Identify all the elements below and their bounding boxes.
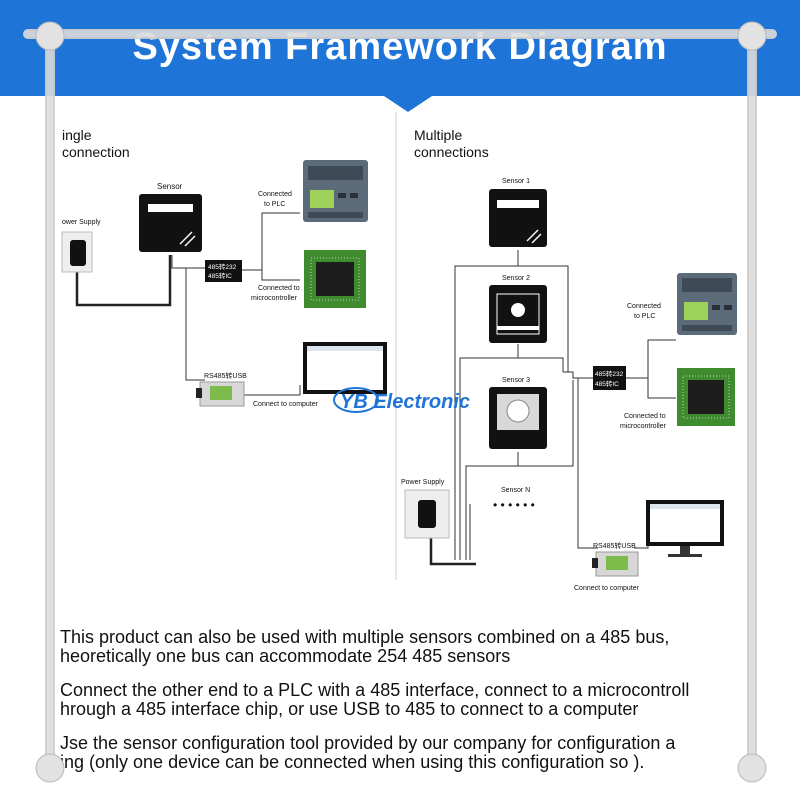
- multi-computer: [646, 500, 724, 557]
- single-converter-line1: 485转232: [208, 262, 237, 271]
- multi-plc-line2: to PLC: [634, 313, 655, 320]
- paragraph-3: Jse the sensor configuration tool provid…: [60, 734, 790, 772]
- multi-converter-chip: 485转232 485转IC: [593, 366, 626, 390]
- multi-sensor3-label: Sensor 3: [502, 377, 530, 384]
- multi-sensorN-dots: • • • • • •: [493, 498, 535, 512]
- multi-sensor1-device: [489, 189, 547, 247]
- single-power-label: ower Supply: [62, 219, 101, 226]
- multi-sensor3-device: [489, 387, 547, 449]
- watermark-text: YB Electronic: [340, 391, 470, 413]
- single-plc-line1: Connected: [258, 191, 292, 198]
- single-mcu-line1: Connected to: [258, 285, 300, 292]
- single-usb-converter: [196, 381, 245, 407]
- paragraph-1: This product can also be used with multi…: [60, 628, 790, 666]
- paragraph-1-line1: This product can also be used with multi…: [60, 628, 670, 647]
- single-mcu-line2: microcontroller: [251, 295, 298, 302]
- multi-sensor2-device: [489, 285, 547, 343]
- single-heading-line2: connection: [62, 144, 130, 160]
- multi-usb-converter: [592, 551, 639, 577]
- multi-heading-line1: Multiple: [414, 127, 462, 143]
- multi-bus-wires: [454, 250, 676, 560]
- paragraph-2: Connect the other end to a PLC with a 48…: [60, 681, 790, 719]
- multi-computer-label: Connect to computer: [574, 585, 640, 592]
- multi-sensor2-label: Sensor 2: [502, 275, 530, 282]
- multi-mcu-line2: microcontroller: [620, 423, 667, 430]
- paragraph-2-line1: Connect the other end to a PLC with a 48…: [60, 681, 690, 700]
- multi-power-label: Power Supply: [401, 479, 445, 486]
- multi-plc-device: [677, 273, 737, 335]
- single-signal-wires: [171, 212, 301, 396]
- multi-usb-label: RS485转USB: [593, 541, 636, 550]
- multi-sensor1-label: Sensor 1: [502, 178, 530, 185]
- single-computer-label: Connect to computer: [253, 401, 319, 408]
- multi-sensorN-label: Sensor N: [501, 487, 530, 494]
- single-converter-chip: 485转232 485转IC: [205, 260, 242, 282]
- single-heading-line1: ingle: [62, 127, 92, 143]
- single-power-supply: [61, 231, 93, 273]
- single-microcontroller-board: [304, 250, 366, 308]
- single-converter-line2: 485转IC: [208, 271, 232, 280]
- paragraph-2-line2: hrough a 485 interface chip, or use USB …: [60, 699, 639, 719]
- paragraph-3-line1: Jse the sensor configuration tool provid…: [60, 734, 676, 753]
- single-plc-line2: to PLC: [264, 201, 285, 208]
- single-sensor-label: Sensor: [157, 182, 183, 191]
- multi-mcu-line1: Connected to: [624, 413, 666, 420]
- multi-power-supply: [404, 489, 450, 539]
- multi-converter-line1: 485转232: [595, 369, 624, 378]
- watermark-logo: YB Electronic: [333, 387, 470, 413]
- multi-converter-line2: 485转IC: [595, 379, 619, 388]
- multi-power-wires: [429, 534, 476, 566]
- framework-diagram: ingle connection Sensor ower Supply 485转…: [61, 112, 737, 592]
- paragraph-1-line2: heoretically one bus can accommodate 254…: [60, 646, 511, 666]
- single-sensor-device: [139, 194, 202, 252]
- multi-plc-line1: Connected: [627, 303, 661, 310]
- single-plc-device: [303, 160, 368, 222]
- single-wiring: [75, 255, 172, 307]
- single-usb-label: RS485转USB: [204, 371, 247, 380]
- single-computer: [303, 342, 387, 394]
- paragraph-3-line2: ing (only one device can be connected wh…: [60, 752, 645, 772]
- multi-microcontroller-board: [677, 368, 735, 426]
- banner-notch: [384, 96, 432, 112]
- multi-heading-line2: connections: [414, 144, 489, 160]
